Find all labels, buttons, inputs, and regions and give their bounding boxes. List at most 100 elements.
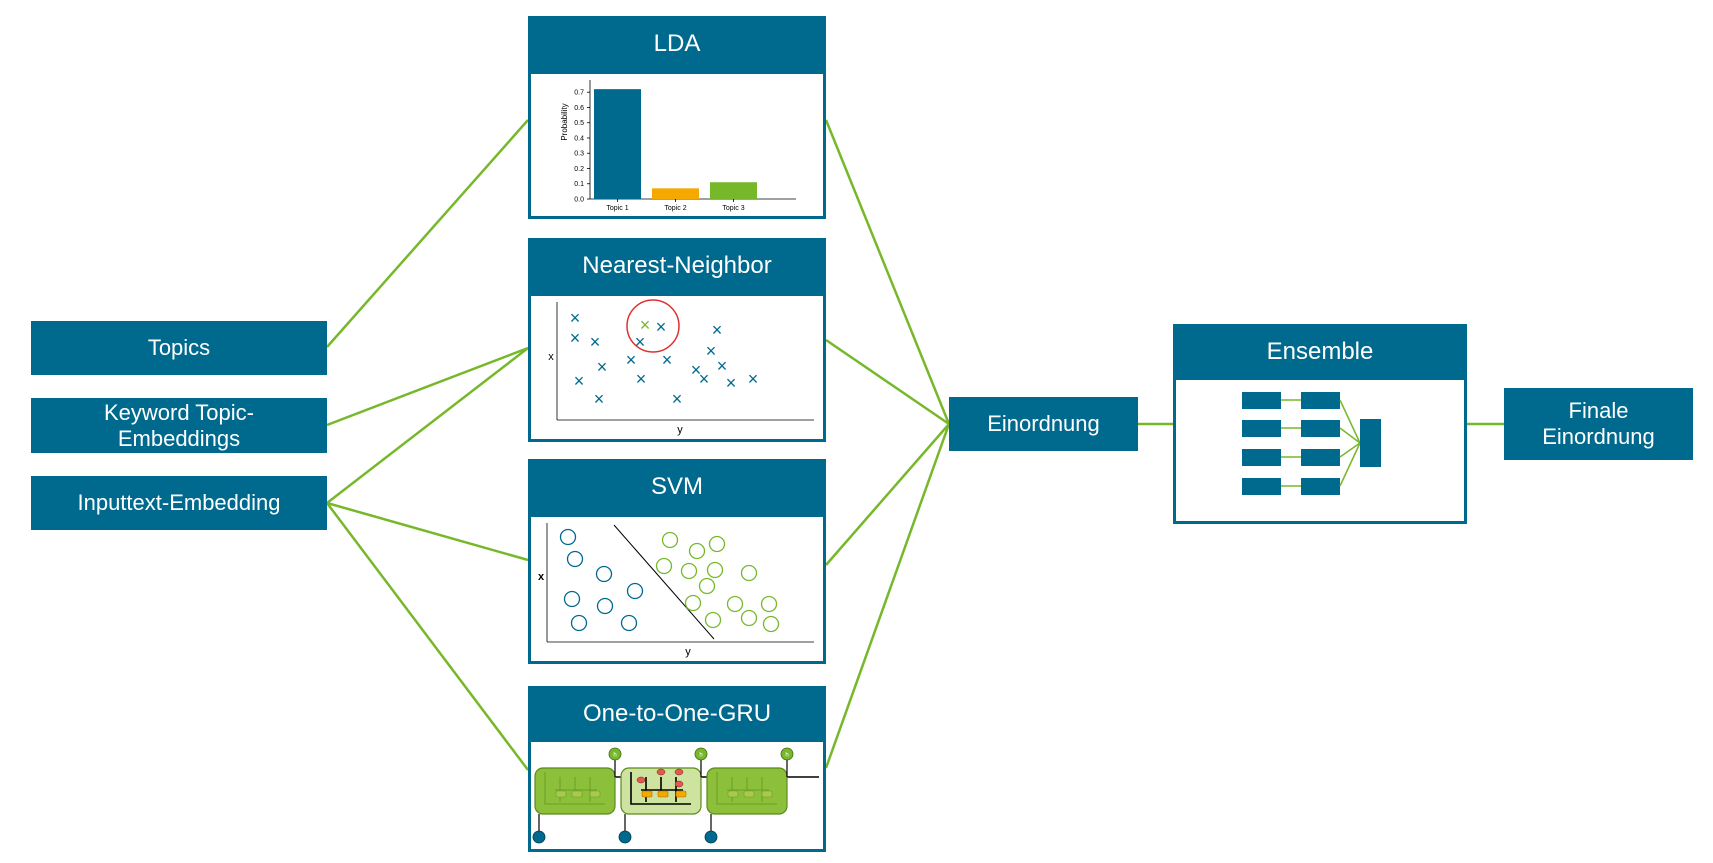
nn-point-marker: × <box>574 371 585 391</box>
gru-pointwise-op <box>674 780 684 788</box>
nn-point-marker: × <box>748 369 759 389</box>
nn-point-marker: × <box>717 356 728 376</box>
gru-panel: One-to-One-GRU h h h <box>528 686 826 852</box>
ensemble-link <box>1339 399 1361 444</box>
gru-pointwise-op <box>674 768 684 776</box>
svm-y-axis-label: y <box>685 646 691 658</box>
nearest-neighbor-panel: Nearest-Neighbor x y ×××××××××××××××××××… <box>528 238 826 442</box>
ensemble-link <box>1339 427 1361 444</box>
svm-decision-boundary <box>613 524 715 640</box>
nearest-neighbor-plot: x y ×××××××××××××××××××× <box>548 299 814 436</box>
finale-einordnung-node: Finale Einordnung <box>1504 388 1693 460</box>
topics-node: Topics <box>31 321 327 375</box>
ensemble-hidden-node <box>1301 478 1340 495</box>
svm-class-a-point <box>596 597 614 615</box>
svm-class-b-point <box>661 531 679 549</box>
svm-class-b-point <box>704 611 722 629</box>
gru-gate <box>743 790 755 798</box>
gru-output-node <box>694 747 708 761</box>
svm-class-b-point <box>740 564 758 582</box>
inputtext-embedding-label: Inputtext-Embedding <box>77 490 281 515</box>
gru-input-node <box>532 830 546 844</box>
gru-pointwise-op <box>656 768 666 776</box>
connector-inputtext-svm <box>326 501 529 562</box>
einordnung-label: Einordnung <box>987 411 1100 436</box>
lda-xtick-label: Topic 1 <box>606 205 628 212</box>
gru-output-node <box>608 747 622 761</box>
connector-nn-einordnung <box>825 338 950 426</box>
svm-class-b-point <box>760 595 778 613</box>
lda-ytick-label: 0.3 <box>574 151 584 158</box>
nn-point-marker: × <box>706 341 717 361</box>
gru-input-node <box>618 830 632 844</box>
gru-gate <box>555 790 567 798</box>
svm-class-a-point <box>570 614 588 632</box>
gru-cell-wiring <box>544 772 605 805</box>
keyword-topic-embeddings-node: Keyword Topic- Embeddings <box>31 398 327 453</box>
svm-panel: SVM x y <box>528 459 826 664</box>
lda-bar-3 <box>710 182 757 199</box>
svm-plot: x y <box>538 523 814 658</box>
svm-class-b-point <box>688 542 706 560</box>
ensemble-diagram <box>1176 380 1464 521</box>
svm-class-a-point <box>595 565 613 583</box>
ensemble-hidden-node <box>1301 420 1340 437</box>
nn-point-marker: × <box>699 369 710 389</box>
nn-point-marker: × <box>726 373 737 393</box>
ensemble-base-model <box>1242 392 1281 409</box>
svm-class-b-point <box>698 577 716 595</box>
svm-class-a-point <box>620 614 638 632</box>
svm-x-axis-label: x <box>538 571 545 583</box>
connector-inputtext-nn <box>326 347 529 504</box>
gru-cell-wiring <box>630 772 691 805</box>
lda-ytick-label: 0.4 <box>574 135 584 142</box>
inputtext-embedding-node: Inputtext-Embedding <box>31 476 327 530</box>
gru-output-symbol: h <box>699 753 702 759</box>
ensemble-output-node <box>1360 419 1381 467</box>
svm-class-b-point <box>655 557 673 575</box>
svm-class-a-point <box>559 528 577 546</box>
gru-gate <box>589 790 601 798</box>
gru-gate <box>761 790 773 798</box>
lda-xtick-label: Topic 2 <box>664 205 686 212</box>
nn-query-point-marker: × <box>640 315 651 335</box>
svm-class-b-point <box>706 561 724 579</box>
ensemble-base-model <box>1242 449 1281 466</box>
svm-class-a-point <box>626 582 644 600</box>
ensemble-network-diagram <box>1242 392 1381 495</box>
gru-output-symbol: h <box>613 753 616 759</box>
gru-output-symbol: h <box>785 753 788 759</box>
gru-input-node <box>704 830 718 844</box>
ensemble-base-model <box>1242 478 1281 495</box>
nearest-neighbor-title: Nearest-Neighbor <box>582 252 772 279</box>
nn-point-marker: × <box>712 320 723 340</box>
nn-neighborhood-circle <box>626 299 680 353</box>
connector-topics-lda <box>326 119 529 348</box>
nn-point-marker: × <box>626 350 637 370</box>
lda-ytick-label: 0.2 <box>574 166 584 173</box>
gru-cell-wiring <box>716 772 777 805</box>
nn-point-marker: × <box>672 389 683 409</box>
gru-title: One-to-One-GRU <box>582 700 772 727</box>
finale-einordnung-label: Finale Einordnung <box>1542 398 1655 449</box>
ensemble-hidden-node <box>1301 392 1340 409</box>
nn-point-marker: × <box>636 369 647 389</box>
gru-gate <box>675 790 687 798</box>
svm-class-a-point <box>566 550 584 568</box>
gru-output-node <box>780 747 794 761</box>
svm-class-b-point <box>726 595 744 613</box>
nn-point-marker: × <box>570 328 581 348</box>
svm-class-a-point <box>563 590 581 608</box>
ensemble-panel: Ensemble <box>1173 324 1467 524</box>
nn-point-marker: × <box>662 350 673 370</box>
lda-ytick-label: 0.1 <box>574 181 584 188</box>
nn-point-marker: × <box>594 389 605 409</box>
connector-inputtext-gru <box>326 502 529 771</box>
lda-ytick-label: 0.6 <box>574 105 584 112</box>
lda-title: LDA <box>653 30 701 57</box>
ensemble-hidden-node <box>1301 449 1340 466</box>
nn-point-marker: × <box>691 360 702 380</box>
keyword-topic-embeddings-label: Keyword Topic- Embeddings <box>104 399 254 451</box>
